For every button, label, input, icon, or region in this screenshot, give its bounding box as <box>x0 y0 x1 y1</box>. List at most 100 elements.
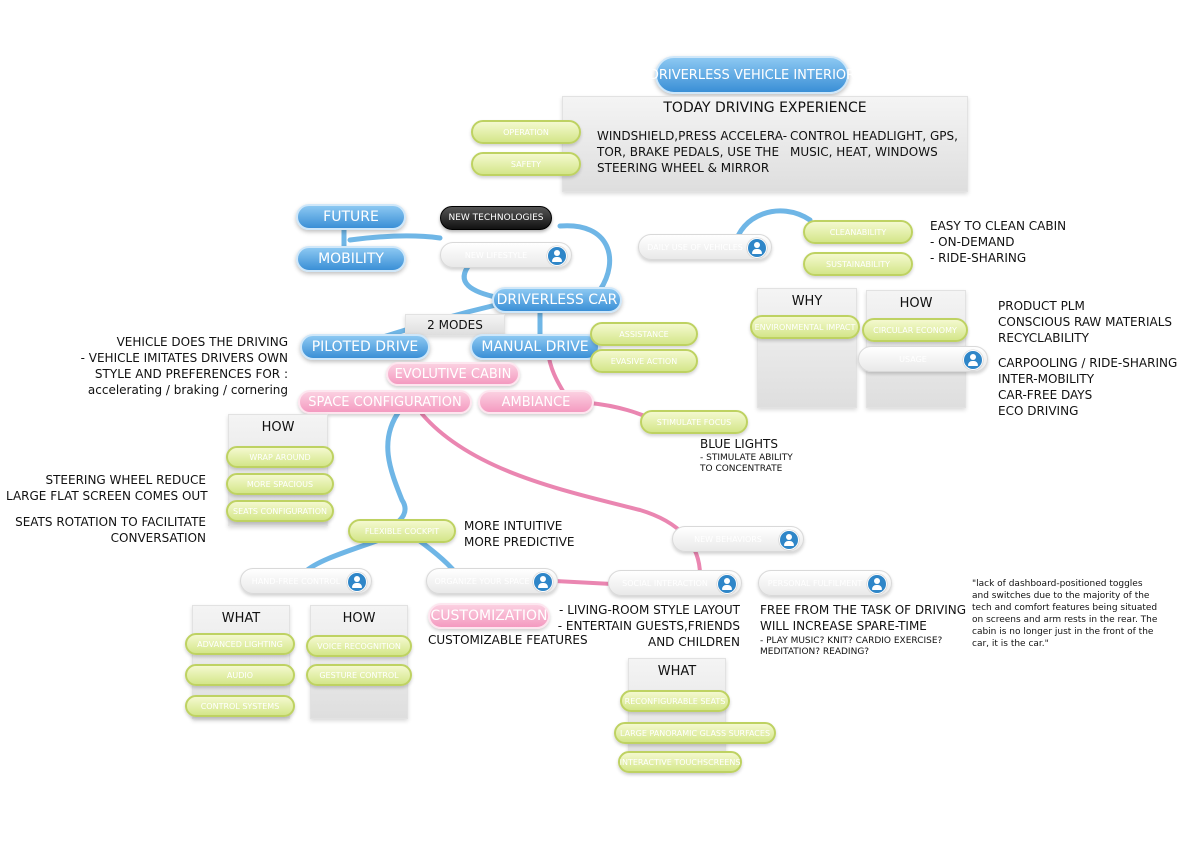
sustainability-node[interactable]: SUSTAINABILITY <box>803 252 913 276</box>
new-technologies-label: NEW TECHNOLOGIES <box>448 213 544 223</box>
user-icon[interactable] <box>747 238 767 258</box>
mobility-node[interactable]: MOBILITY <box>296 246 406 272</box>
panoramic-glass-node[interactable]: LARGE PANORAMIC GLASS SURFACES <box>614 722 776 744</box>
wrap-around-label: WRAP AROUND <box>249 452 311 462</box>
cleanability-node[interactable]: CLEANABILITY <box>803 220 913 244</box>
organize-your-space-label: ORGANIZE YOUR SPACE <box>434 576 530 586</box>
assistance-label: ASSISTANCE <box>619 329 669 339</box>
advanced-lighting-label: ADVANCED LIGHTING <box>197 639 283 649</box>
ambiance-label: AMBIANCE <box>501 394 571 410</box>
daily-use-node[interactable]: DAILY USE OF VEHICLES <box>638 234 772 260</box>
voice-recognition-label: VOICE RECOGNITION <box>317 641 401 651</box>
space-configuration-node[interactable]: SPACE CONFIGURATION <box>298 390 472 414</box>
touchscreens-node[interactable]: INTERACTIVE TOUCHSCREENS <box>618 751 742 773</box>
stimulate-focus-label: STIMULATE FOCUS <box>656 417 732 427</box>
two-modes-panel <box>405 314 505 336</box>
new-technologies-node[interactable]: NEW TECHNOLOGIES <box>440 206 552 230</box>
reconfigurable-seats-label: RECONFIGURABLE SEATS <box>624 696 726 706</box>
link-newtech-driverless <box>557 223 613 293</box>
new-behaviors-node[interactable]: NEW BEHAVIORS <box>672 526 804 552</box>
what-left-header: WHAT <box>221 610 261 626</box>
customization-label: CUSTOMIZATION <box>430 608 548 624</box>
what-bottom-header: WHAT <box>657 663 697 679</box>
circular-economy-label: CIRCULAR ECONOMY <box>873 325 957 335</box>
user-icon[interactable] <box>779 530 799 550</box>
why-panel <box>757 288 857 408</box>
environmental-impact-label: ENVIRONMENTAL IMPACT <box>754 322 856 332</box>
user-icon[interactable] <box>547 246 567 266</box>
audio-node[interactable]: AUDIO <box>185 664 295 686</box>
future-label: FUTURE <box>323 209 379 225</box>
personal-fulfilment-node[interactable]: PERSONAL FULFILMENT <box>758 570 892 596</box>
user-icon[interactable] <box>963 350 983 370</box>
mobility-label: MOBILITY <box>318 251 384 267</box>
stimulate-focus-node[interactable]: STIMULATE FOCUS <box>640 410 748 434</box>
evasive-action-node[interactable]: EVASIVE ACTION <box>590 349 698 373</box>
more-spacious-label: MORE SPACIOUS <box>246 479 314 489</box>
quote-note: "lack of dashboard-positioned toggles an… <box>972 579 1158 649</box>
daily-use-label: DAILY USE OF VEHICLES <box>647 242 743 252</box>
product-plm-note: PRODUCT PLM CONSCIOUS RAW MATERIALS RECY… <box>998 299 1173 345</box>
cleanability-label: CLEANABILITY <box>829 227 887 237</box>
evolutive-cabin-node[interactable]: EVOLUTIVE CABIN <box>386 362 520 386</box>
ambiance-node[interactable]: AMBIANCE <box>478 390 594 414</box>
evolutive-cabin-label: EVOLUTIVE CABIN <box>394 366 512 382</box>
living-room-note: - LIVING-ROOM STYLE LAYOUT - ENTERTAIN G… <box>557 603 740 649</box>
user-icon[interactable] <box>533 572 553 592</box>
flexible-cockpit-node[interactable]: FLEXIBLE COCKPIT <box>348 519 456 543</box>
assistance-node[interactable]: ASSISTANCE <box>590 322 698 346</box>
more-spacious-node[interactable]: MORE SPACIOUS <box>226 473 334 495</box>
voice-recognition-node[interactable]: VOICE RECOGNITION <box>306 635 412 657</box>
root-title-node[interactable]: DRIVERLESS VEHICLE INTERIOR <box>649 56 855 94</box>
usage-label: USAGE <box>899 354 927 364</box>
usage-node[interactable]: USAGE <box>858 346 988 372</box>
piloted-drive-label: PILOTED DRIVE <box>311 339 419 355</box>
safety-node[interactable]: SAFETY <box>471 152 581 176</box>
seats-configuration-node[interactable]: SEATS CONFIGURATION <box>226 500 334 522</box>
social-interaction-node[interactable]: SOCIAL INTERACTION <box>608 570 742 596</box>
today-driving-panel <box>562 96 968 192</box>
piloted-drive-node[interactable]: PILOTED DRIVE <box>300 334 430 360</box>
today-driving-header: TODAY DRIVING EXPERIENCE <box>663 100 867 116</box>
how-bottom-header: HOW <box>342 610 376 626</box>
blue-lights-sub-note: - STIMULATE ABILITY TO CONCENTRATE <box>700 453 793 474</box>
touchscreens-label: INTERACTIVE TOUCHSCREENS <box>619 757 741 767</box>
user-icon[interactable] <box>347 572 367 592</box>
safety-label: SAFETY <box>510 159 542 169</box>
hand-free-control-node[interactable]: HAND-FREE CONTROL <box>240 568 372 594</box>
two-modes-header: 2 MODES <box>427 318 483 332</box>
link-space-newbehaviors <box>420 412 702 577</box>
easy-clean-note: EASY TO CLEAN CABIN - ON-DEMAND - RIDE-S… <box>930 219 1067 265</box>
social-interaction-label: SOCIAL INTERACTION <box>622 578 708 588</box>
free-task-note: FREE FROM THE TASK OF DRIVING WILL INCRE… <box>760 603 967 633</box>
why-header: WHY <box>791 293 823 309</box>
new-lifestyle-label: NEW LIFESTYLE <box>464 250 528 260</box>
blue-lights-note: BLUE LIGHTS <box>700 437 778 451</box>
how-bottom-panel <box>310 605 408 719</box>
reconfigurable-seats-node[interactable]: RECONFIGURABLE SEATS <box>620 690 730 712</box>
new-lifestyle-node[interactable]: NEW LIFESTYLE <box>440 242 572 268</box>
manual-drive-node[interactable]: MANUAL DRIVE <box>470 334 600 360</box>
user-icon[interactable] <box>867 574 887 594</box>
seats-configuration-label: SEATS CONFIGURATION <box>233 506 327 516</box>
control-systems-node[interactable]: CONTROL SYSTEMS <box>185 695 295 717</box>
gesture-control-node[interactable]: GESTURE CONTROL <box>306 664 412 686</box>
intuitive-note: MORE INTUITIVE MORE PREDICTIVE <box>464 519 575 549</box>
circular-economy-node[interactable]: CIRCULAR ECONOMY <box>862 318 968 342</box>
how-left-header: HOW <box>261 419 295 435</box>
audio-label: AUDIO <box>226 670 254 680</box>
operation-node[interactable]: OPERATION <box>471 120 581 144</box>
link-organize-social <box>553 579 614 586</box>
organize-your-space-node[interactable]: ORGANIZE YOUR SPACE <box>426 568 558 594</box>
driverless-car-node[interactable]: DRIVERLESS CAR <box>492 287 622 313</box>
wrap-around-node[interactable]: WRAP AROUND <box>226 446 334 468</box>
user-icon[interactable] <box>717 574 737 594</box>
advanced-lighting-node[interactable]: ADVANCED LIGHTING <box>185 633 295 655</box>
root-title-label: DRIVERLESS VEHICLE INTERIOR <box>648 67 856 83</box>
customization-node[interactable]: CUSTOMIZATION <box>428 603 550 629</box>
future-node[interactable]: FUTURE <box>296 204 406 230</box>
operation-label: OPERATION <box>503 127 549 137</box>
environmental-impact-node[interactable]: ENVIRONMENTAL IMPACT <box>750 315 860 339</box>
new-behaviors-label: NEW BEHAVIORS <box>694 534 762 544</box>
carpooling-note: CARPOOLING / RIDE-SHARING INTER-MOBILITY… <box>998 356 1178 418</box>
